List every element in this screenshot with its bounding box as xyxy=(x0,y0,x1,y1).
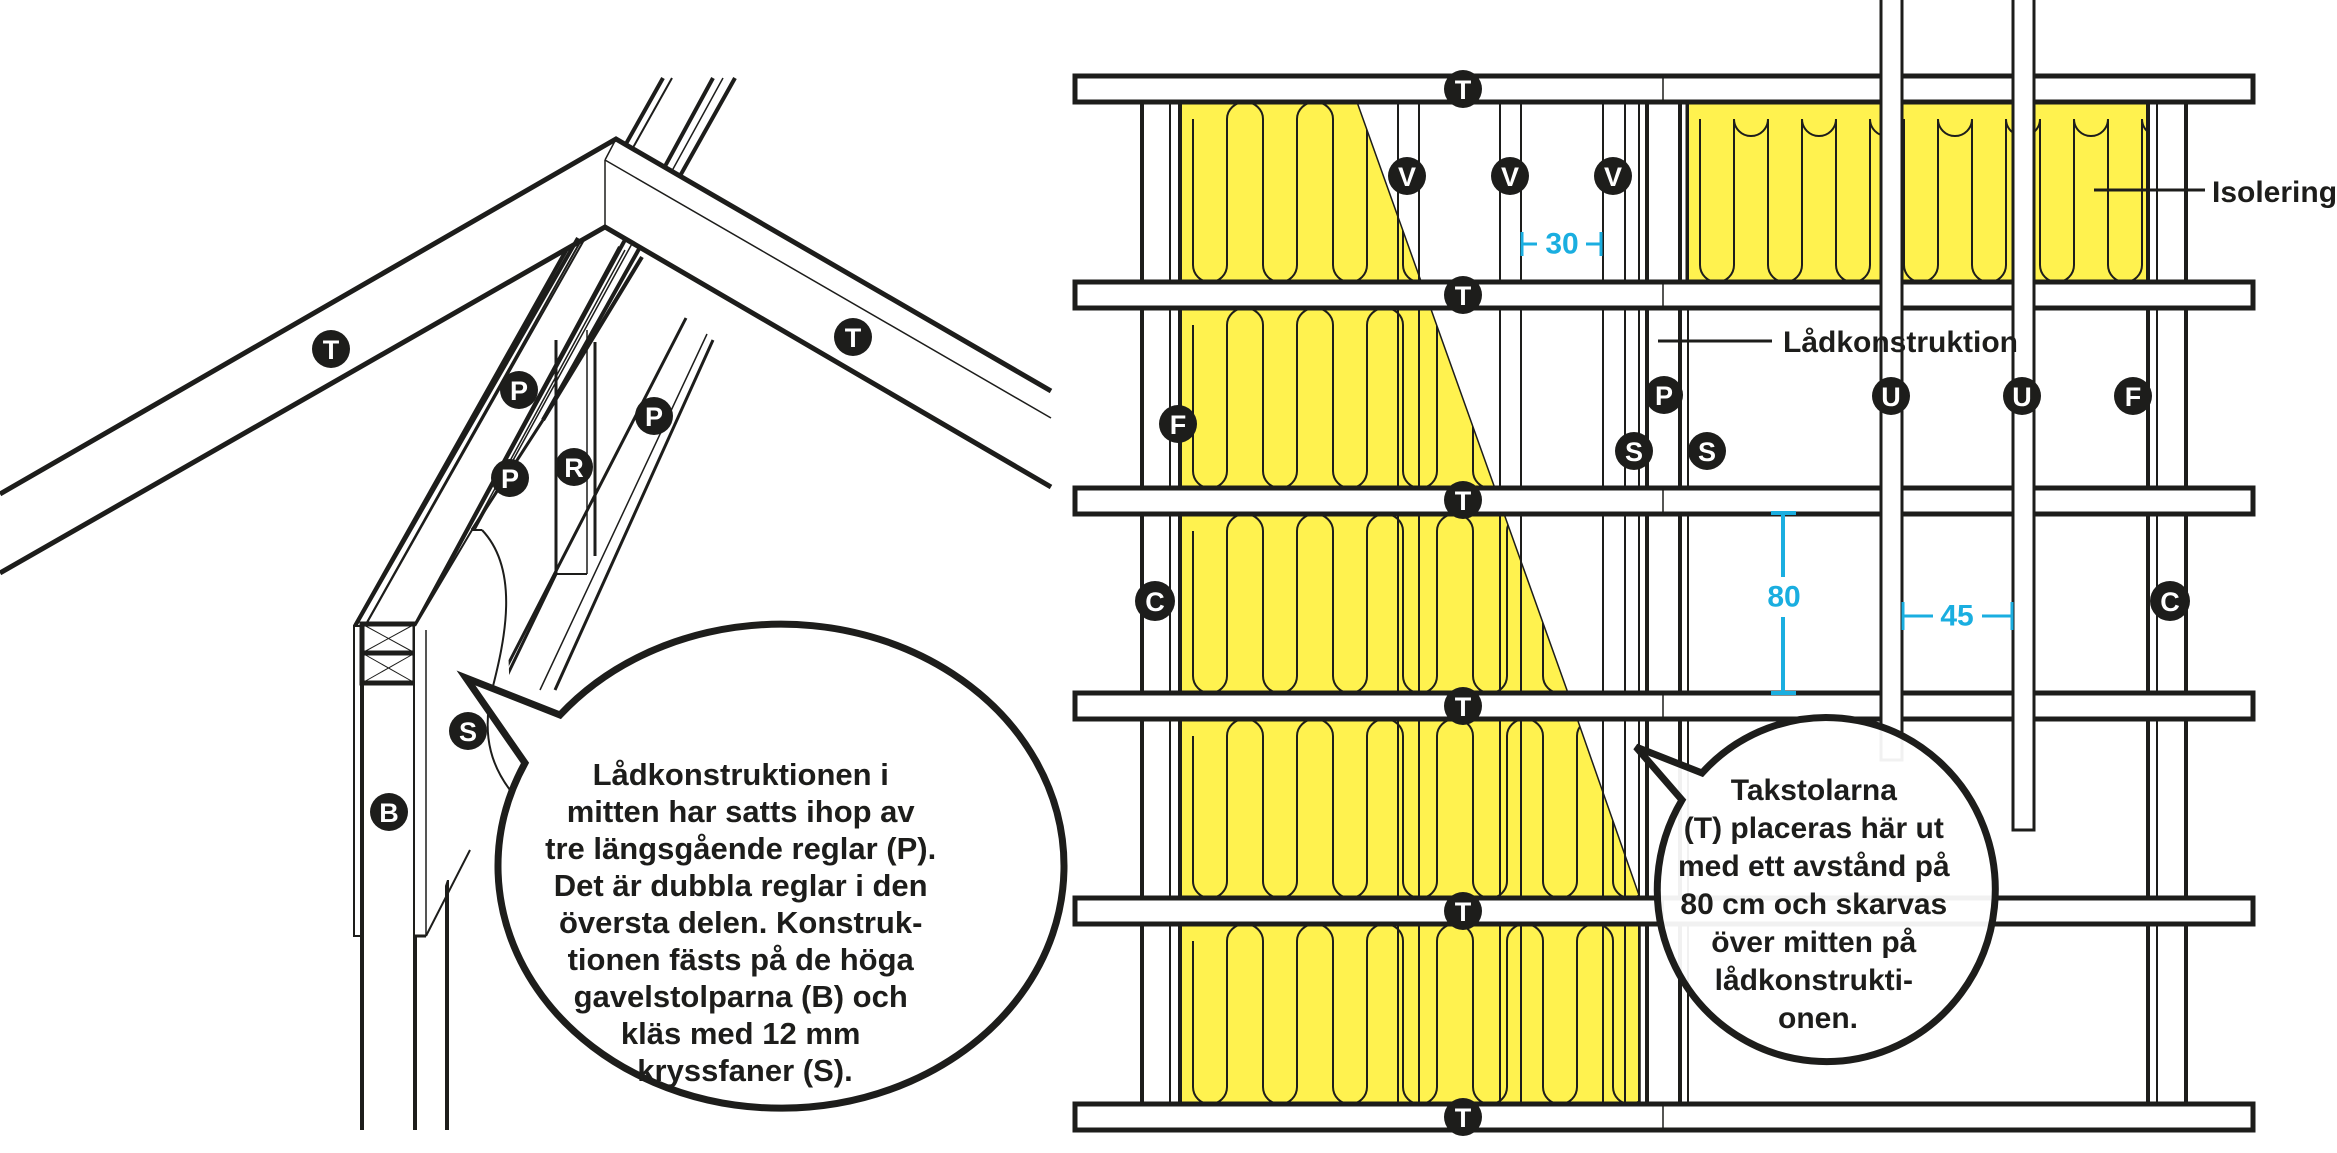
label-p: P xyxy=(1645,376,1683,414)
svg-text:U: U xyxy=(2012,382,2032,412)
left-rafter xyxy=(0,139,616,573)
svg-text:T: T xyxy=(1455,75,1472,105)
right-framing-diagram: 30 80 45 Isolering Lådkonstruktion T T T… xyxy=(1072,0,2337,1136)
label-c-left: C xyxy=(1135,581,1175,621)
label-u-2: U xyxy=(2003,377,2041,415)
label-f-right: F xyxy=(2114,377,2152,415)
right-bubble-text: Takstolarna (T) placeras här ut med ett … xyxy=(1678,774,1958,1035)
svg-text:F: F xyxy=(1170,410,1187,440)
svg-text:P: P xyxy=(645,402,663,432)
left-bubble-text: Lådkonstruktionen i mitten har satts iho… xyxy=(545,757,945,1088)
label-p-lower: P xyxy=(491,459,529,497)
svg-text:P: P xyxy=(501,464,519,494)
r-stud xyxy=(554,330,597,575)
label-v-2: V xyxy=(1491,157,1529,195)
label-t-left-rafter: T xyxy=(312,330,350,368)
svg-text:B: B xyxy=(379,798,399,828)
svg-text:R: R xyxy=(564,453,584,483)
svg-text:V: V xyxy=(1604,162,1622,192)
label-s-1: S xyxy=(1615,432,1653,470)
right-rafter xyxy=(605,139,1051,487)
ladkonstruktion-callout: Lådkonstruktion xyxy=(1783,326,2018,359)
label-t-3: T xyxy=(1444,481,1482,519)
label-v-3: V xyxy=(1594,157,1632,195)
label-t-2: T xyxy=(1444,276,1482,314)
left-diagram-labels: T T P P P R S B xyxy=(312,318,872,831)
dimension-30 xyxy=(1520,232,1603,256)
svg-text:T: T xyxy=(845,323,862,353)
svg-text:S: S xyxy=(1625,437,1643,467)
svg-text:V: V xyxy=(1398,162,1416,192)
label-b: B xyxy=(370,793,408,831)
truss-labels: T T T T T T xyxy=(1444,70,1482,1136)
svg-text:T: T xyxy=(1455,692,1472,722)
right-diagram-labels: V V V F P S S U U F C C xyxy=(1135,157,2190,621)
label-v-1: V xyxy=(1388,157,1426,195)
svg-text:V: V xyxy=(1501,162,1519,192)
dimension-45-label: 45 xyxy=(1940,600,1973,633)
label-u-1: U xyxy=(1872,377,1910,415)
svg-text:T: T xyxy=(1455,897,1472,927)
label-s-2: S xyxy=(1688,432,1726,470)
dimension-30-label: 30 xyxy=(1545,228,1578,261)
label-p-upper: P xyxy=(500,371,538,409)
label-c-right: C xyxy=(2150,581,2190,621)
label-t-6: T xyxy=(1444,1098,1482,1136)
lower-p-member xyxy=(498,317,715,691)
svg-text:S: S xyxy=(1698,437,1716,467)
svg-text:P: P xyxy=(1655,381,1673,411)
svg-text:S: S xyxy=(459,717,477,747)
label-t-right-rafter: T xyxy=(834,318,872,356)
label-t-5: T xyxy=(1444,892,1482,930)
label-t-1: T xyxy=(1444,70,1482,108)
svg-text:C: C xyxy=(2160,587,2180,617)
label-t-4: T xyxy=(1444,687,1482,725)
insulation-batts xyxy=(1180,100,2150,1104)
left-speech-bubble: Lådkonstruktionen i mitten har satts iho… xyxy=(456,620,1068,1112)
svg-text:T: T xyxy=(1455,281,1472,311)
dimension-80 xyxy=(1771,511,1796,695)
svg-text:T: T xyxy=(1455,486,1472,516)
svg-text:U: U xyxy=(1881,382,1901,412)
svg-text:T: T xyxy=(323,335,340,365)
label-p-right: P xyxy=(635,397,673,435)
svg-text:C: C xyxy=(1145,587,1165,617)
svg-text:P: P xyxy=(510,376,528,406)
isolering-callout: Isolering xyxy=(2212,176,2337,209)
label-s: S xyxy=(449,712,487,750)
dimension-80-label: 80 xyxy=(1767,581,1800,614)
dimension-45 xyxy=(1901,602,2014,630)
svg-text:T: T xyxy=(1455,1103,1472,1133)
svg-text:F: F xyxy=(2125,382,2142,412)
label-f-left: F xyxy=(1159,405,1197,443)
label-r: R xyxy=(555,448,593,486)
left-gable-diagram xyxy=(0,77,1053,1130)
truss-beams xyxy=(1072,73,2256,1133)
right-speech-bubble: Takstolarna (T) placeras här ut med ett … xyxy=(1633,714,1999,1065)
